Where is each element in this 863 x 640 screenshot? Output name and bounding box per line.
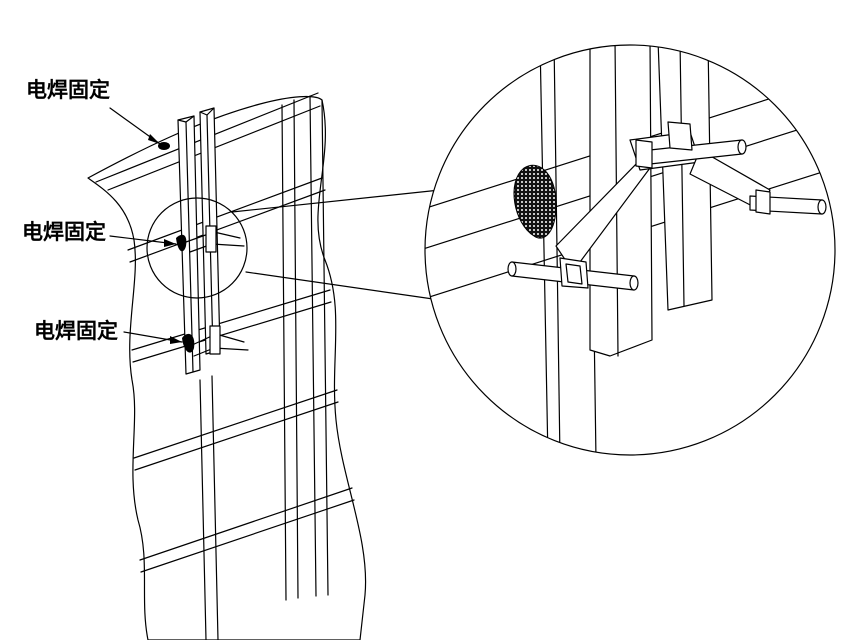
weld-fixed-label-middle: 电焊固定	[22, 220, 106, 244]
facade-panel	[87, 95, 367, 640]
detail-magnified-view	[424, 44, 836, 456]
facade-frame-grid	[95, 92, 355, 640]
detail-callout-circle	[146, 197, 248, 299]
callout-connector-upper	[231, 189, 441, 213]
weld-fixed-label-top: 电焊固定	[26, 78, 110, 102]
callout-connector-lower	[245, 271, 441, 301]
label-leaders	[109, 107, 183, 344]
weld-fixed-label-bottom: 电焊固定	[34, 319, 118, 343]
left-brackets	[158, 142, 249, 357]
